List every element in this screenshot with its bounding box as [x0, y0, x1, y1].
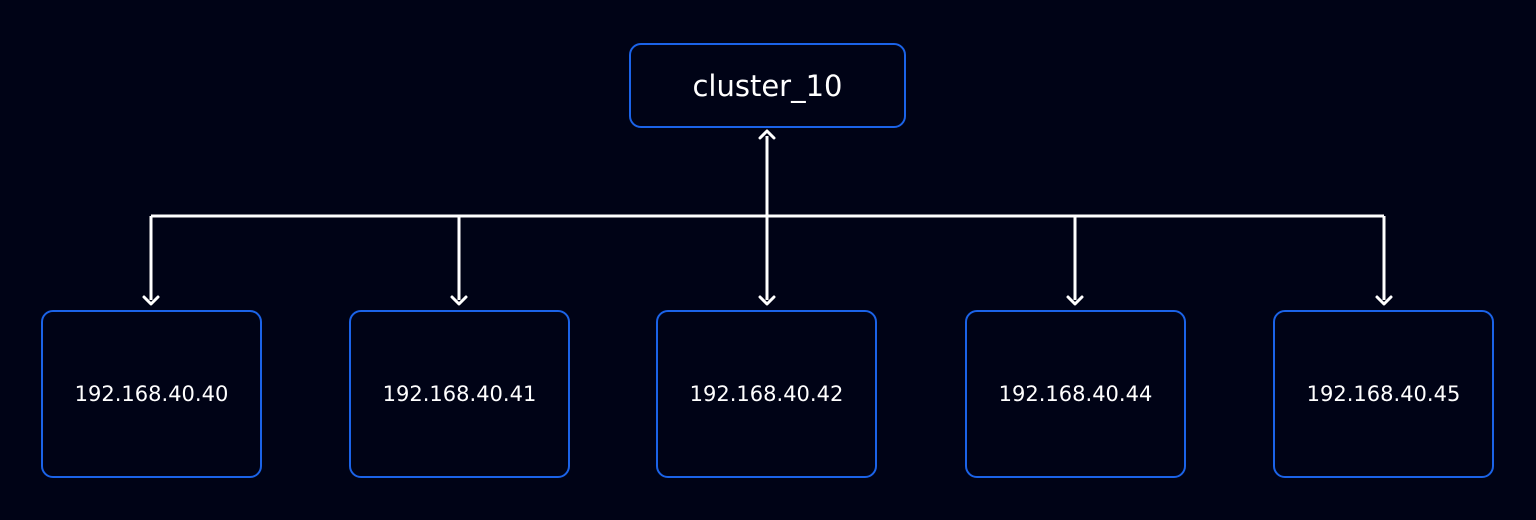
arrowhead-down-3: [1066, 295, 1084, 306]
host-node-box: 192.168.40.41: [349, 310, 570, 478]
host-node-label: 192.168.40.44: [998, 382, 1153, 406]
arrowhead-down-1: [450, 295, 468, 306]
arrowhead-down-4: [1375, 295, 1393, 306]
host-node-box: 192.168.40.42: [656, 310, 877, 478]
host-node-label: 192.168.40.45: [1306, 382, 1461, 406]
host-node-label: 192.168.40.42: [689, 382, 844, 406]
host-node-box: 192.168.40.44: [965, 310, 1186, 478]
arrowhead-up-root: [758, 129, 776, 140]
arrowhead-down-2: [758, 295, 776, 306]
host-node-label: 192.168.40.41: [382, 382, 537, 406]
root-node-label: cluster_10: [692, 68, 843, 103]
host-node-box: 192.168.40.40: [41, 310, 262, 478]
arrowhead-down-0: [142, 295, 160, 306]
root-node-box: cluster_10: [629, 43, 906, 128]
host-node-label: 192.168.40.40: [74, 382, 229, 406]
host-node-box: 192.168.40.45: [1273, 310, 1494, 478]
